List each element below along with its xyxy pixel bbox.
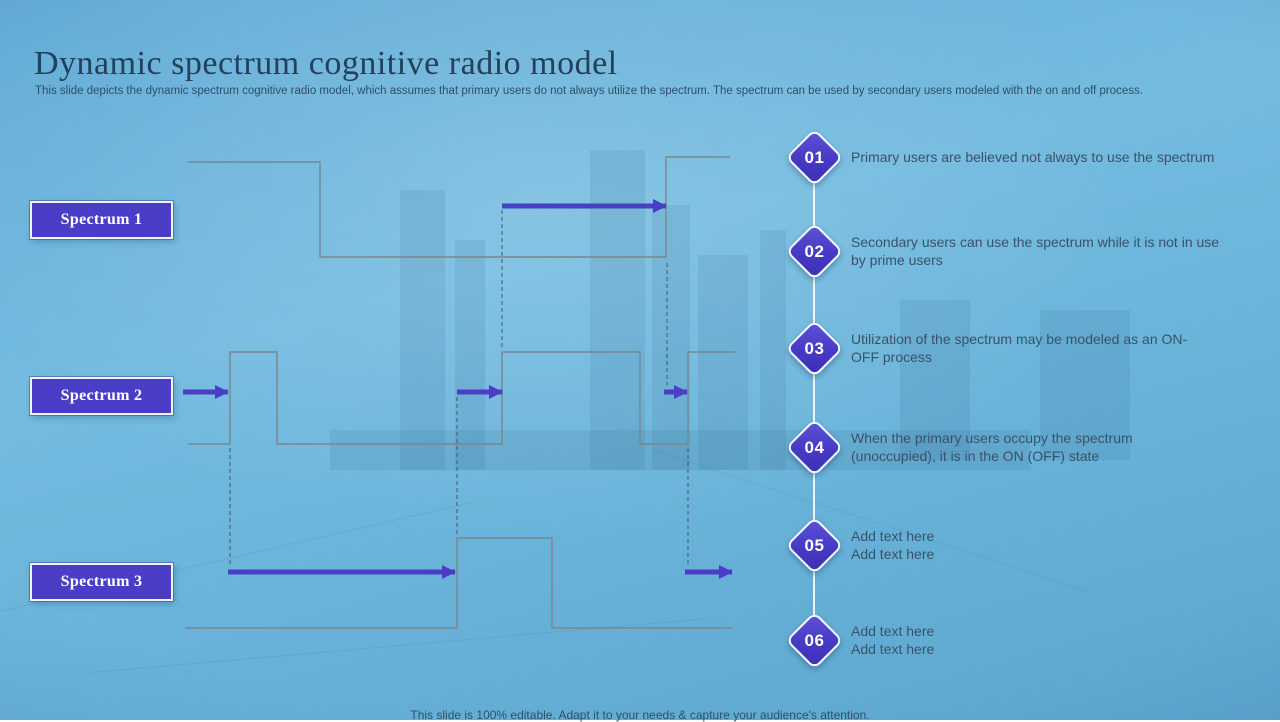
diamond-shape: 05	[785, 516, 843, 574]
diamond-shape: 02	[785, 222, 843, 280]
step-1-text[interactable]: Primary users are believed not always to…	[851, 149, 1215, 165]
step-number: 02	[804, 240, 824, 260]
process-step-1: 01 Primary users are believed not always…	[785, 128, 1215, 186]
step-1-badge: 01	[785, 128, 843, 186]
steps-connector-line	[813, 157, 815, 640]
spectrum-3-label[interactable]: Spectrum 3	[30, 563, 173, 601]
process-step-3: 03 Utilization of the spectrum may be mo…	[785, 319, 1188, 377]
step-2-text[interactable]: Secondary users can use the spectrum whi…	[851, 234, 1220, 268]
spectrum-1-label[interactable]: Spectrum 1	[30, 201, 173, 239]
step-6-badge: 06	[785, 611, 843, 669]
step-number: 04	[804, 436, 824, 456]
step-number: 05	[804, 534, 824, 554]
process-step-2: 02 Secondary users can use the spectrum …	[785, 222, 1220, 280]
diamond-shape: 04	[785, 418, 843, 476]
process-step-6: 06 Add text here Add text here	[785, 611, 935, 669]
process-step-5: 05 Add text here Add text here	[785, 516, 935, 574]
step-number: 03	[804, 337, 824, 357]
waveform-spectrum-2	[188, 351, 735, 445]
step-4-badge: 04	[785, 418, 843, 476]
spectrum-2-label[interactable]: Spectrum 2	[30, 377, 173, 415]
step-5-text[interactable]: Add text here Add text here	[851, 528, 935, 562]
step-4-text[interactable]: When the primary users occupy the spectr…	[851, 430, 1133, 464]
waveform-spectrum-1	[188, 156, 730, 258]
step-5-badge: 05	[785, 516, 843, 574]
slide-subtitle: This slide depicts the dynamic spectrum …	[35, 84, 1143, 97]
waveform-spectrum-3	[185, 537, 732, 629]
step-number: 06	[804, 629, 824, 649]
diamond-shape: 06	[785, 611, 843, 669]
step-2-badge: 02	[785, 222, 843, 280]
page-title: Dynamic spectrum cognitive radio model	[34, 44, 618, 82]
diamond-shape: 01	[785, 128, 843, 186]
diamond-shape: 03	[785, 319, 843, 377]
slide-footer-note: This slide is 100% editable. Adapt it to…	[410, 708, 870, 722]
step-number: 01	[804, 146, 824, 166]
process-step-4: 04 When the primary users occupy the spe…	[785, 418, 1133, 476]
step-3-badge: 03	[785, 319, 843, 377]
step-3-text[interactable]: Utilization of the spectrum may be model…	[851, 331, 1188, 365]
step-6-text[interactable]: Add text here Add text here	[851, 623, 935, 657]
